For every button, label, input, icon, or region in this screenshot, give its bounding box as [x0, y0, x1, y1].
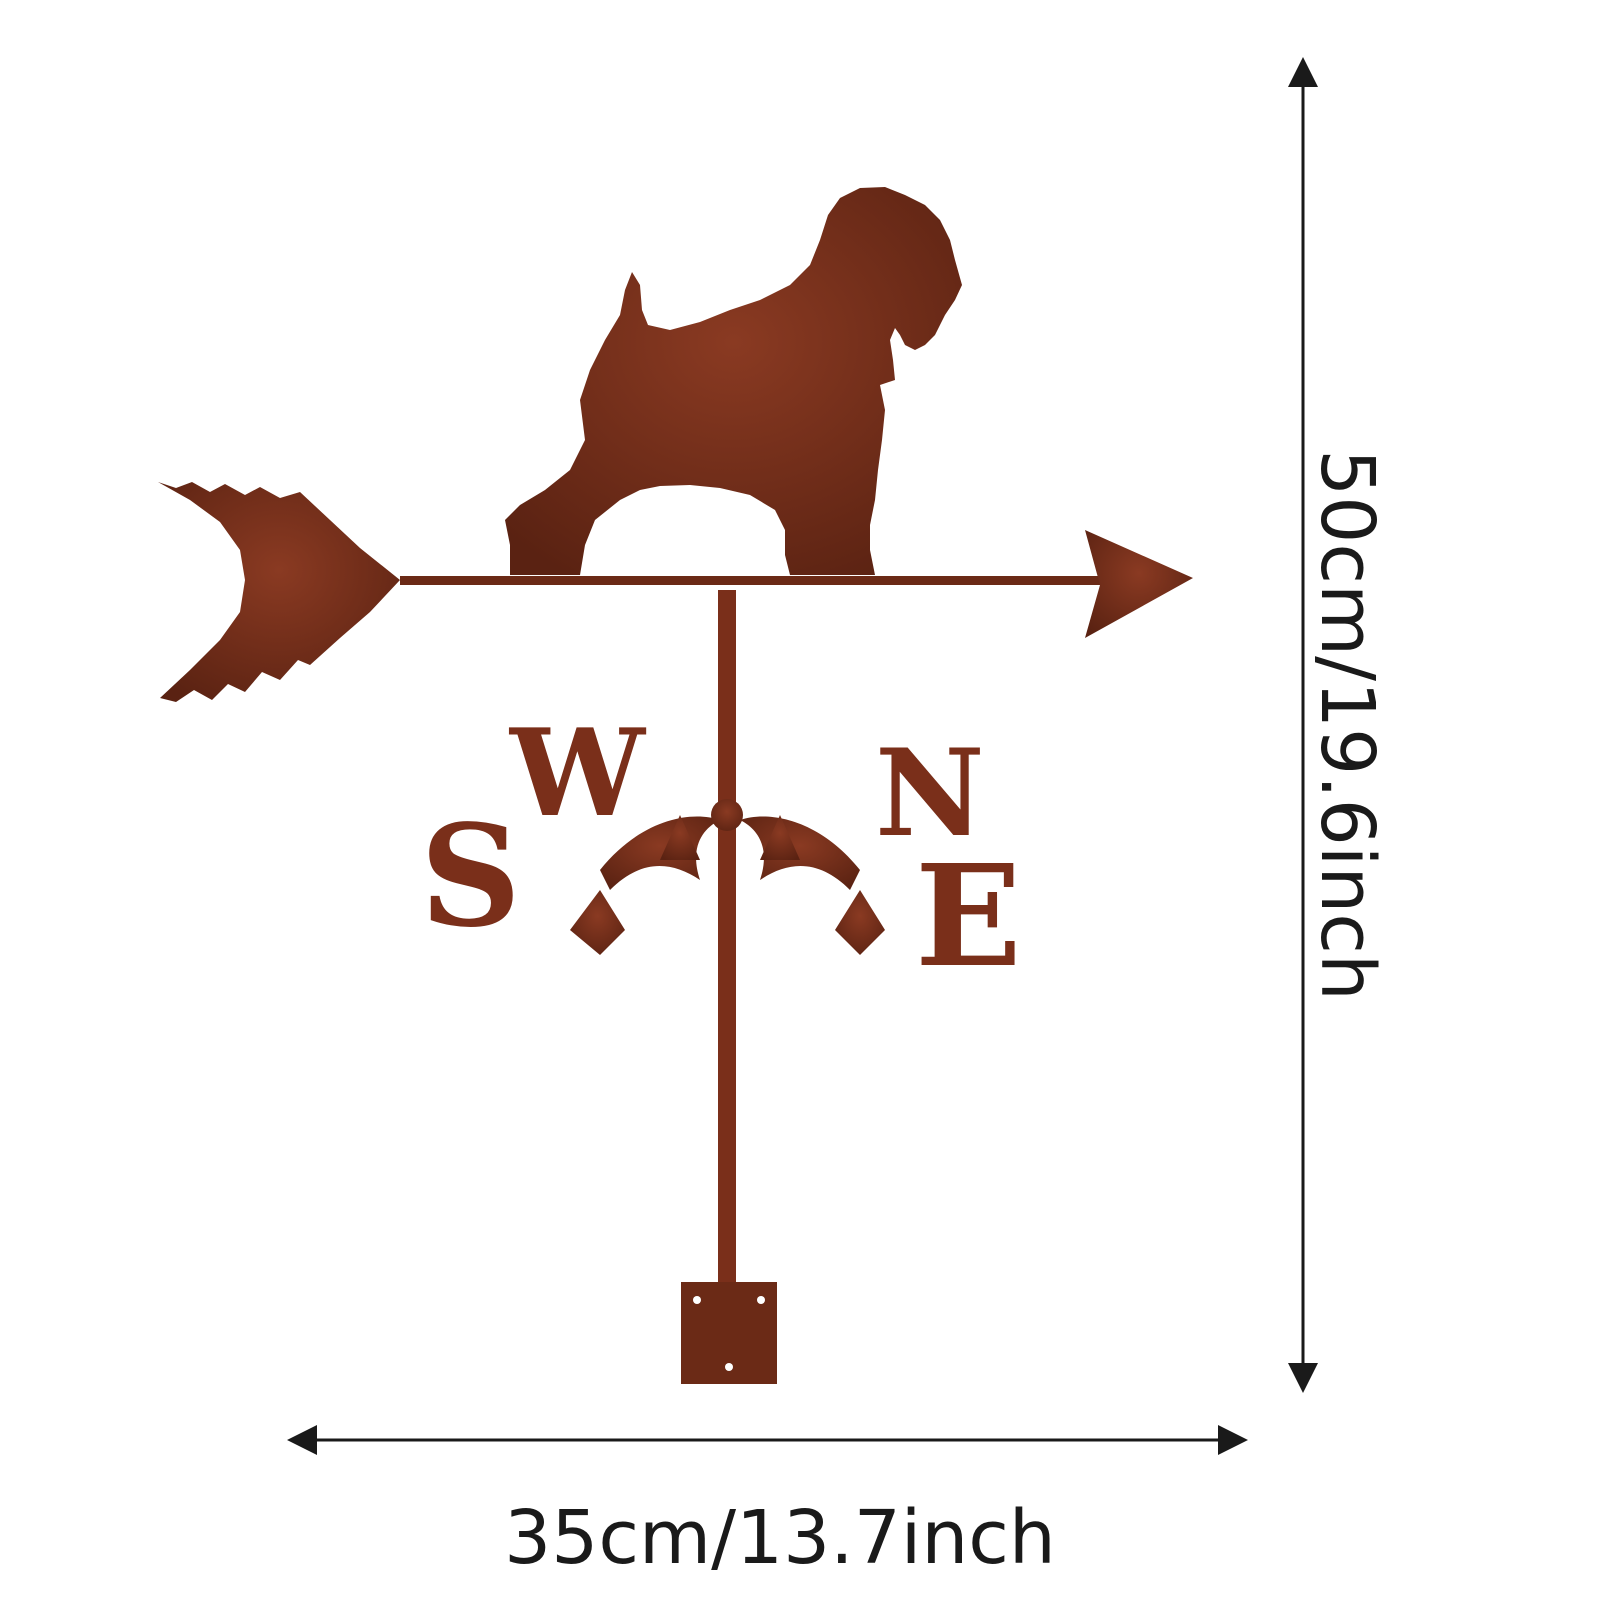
compass-letter-w: W — [508, 703, 647, 844]
support-pole — [718, 590, 736, 1290]
compass-letter-e: E — [915, 835, 1022, 999]
compass-letter-n: N — [875, 723, 985, 864]
mounting-plate — [681, 1282, 777, 1384]
compass-letter-s: S — [420, 795, 521, 959]
width-dimension-label: 35cm/13.7inch — [504, 1495, 1056, 1581]
compass-decoration — [570, 799, 885, 955]
arrow-shaft — [400, 576, 1120, 585]
dog-silhouette — [505, 187, 962, 575]
height-dimension-label: 50cm/19.6inch — [1304, 449, 1390, 1001]
arrow-fletching — [158, 482, 400, 702]
arrow-head — [1085, 530, 1193, 638]
